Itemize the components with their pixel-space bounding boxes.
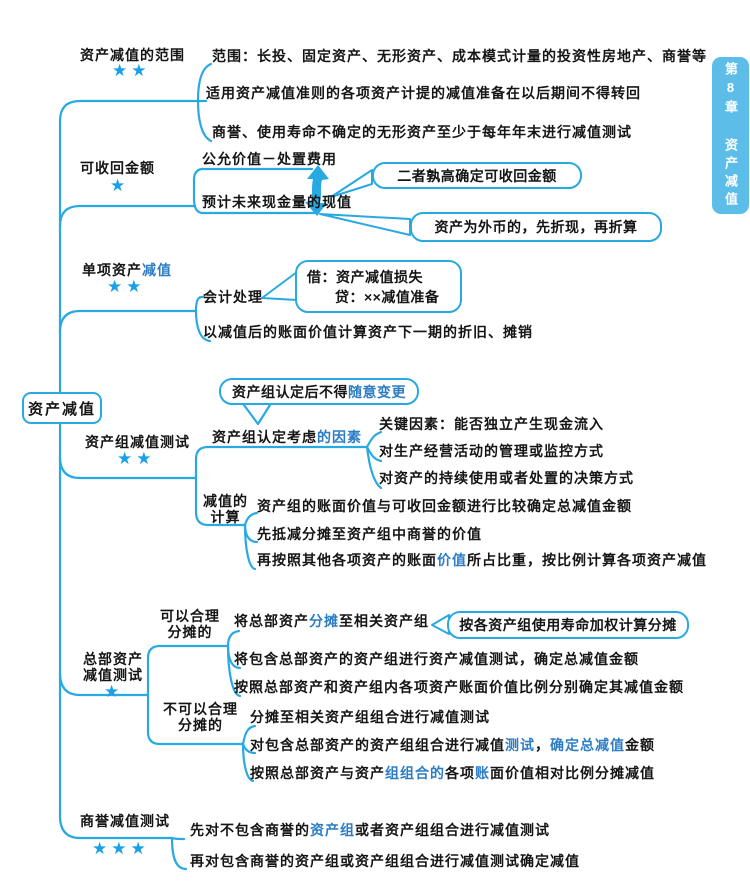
stars-hq: ★ — [104, 682, 124, 701]
tail-callout-fx — [319, 213, 411, 236]
factor-item: 关键因素：能否独立产生现金流入 — [379, 416, 604, 432]
tail-callout-higher — [330, 169, 373, 198]
hook-factor3 — [365, 445, 383, 490]
branch-label-goodwill: 商誉减值测试 — [80, 813, 170, 829]
hq-label-line2: 减值测试 — [83, 667, 143, 683]
branch-line-scope — [58, 99, 208, 394]
not-allocatable-node: 不可以合理 分摊的 — [163, 701, 238, 733]
calc-node-line1: 减值的 — [203, 493, 248, 509]
factor-item: 对生产经营活动的管理或监控方式 — [379, 443, 604, 459]
allocatable-node: 可以合理 分摊的 — [160, 608, 220, 640]
branch-label-asset-group: 资产组减值测试 — [85, 434, 190, 450]
branch-line-goodwill — [58, 814, 174, 840]
allocatable-line1: 可以合理 — [160, 608, 220, 624]
hook-goodwill-r1 — [170, 836, 186, 841]
entry-debit: 借：资产减值损失 — [307, 268, 423, 285]
stars-scope: ★★ — [112, 61, 151, 80]
allocatable-item: 将包含总部资产的资产组进行资产减值测试，确定总减值金额 — [234, 651, 639, 667]
calc-item: 再按照其他各项资产的账面价值所占比重，按比例计算各项资产减值 — [257, 552, 707, 568]
scope-item: 适用资产减值准则的各项资产计提的减值准备在以后期间不得转回 — [206, 85, 641, 101]
journal-entry-box: 借：资产减值损失 贷：××减值准备 — [295, 260, 462, 313]
hook-alloc-r1 — [226, 629, 241, 648]
join-recoverable — [192, 167, 204, 215]
hook-accounting — [194, 295, 206, 313]
branch-label-hq: 总部资产 减值测试 — [83, 651, 143, 683]
branch-line-asset-group — [58, 455, 198, 480]
hook-calc3 — [243, 523, 257, 571]
not-allocatable-line1: 不可以合理 — [163, 701, 238, 717]
fair-value-node: 公允价值－处置费用 — [202, 151, 337, 167]
hook-factor1 — [365, 430, 383, 449]
tail-callout-no-change — [242, 403, 272, 426]
root-node: 资产减值 — [22, 392, 102, 424]
not-allocatable-item: 分摊至相关资产组组合进行减值测试 — [250, 709, 490, 725]
stars-recoverable: ★ — [110, 176, 130, 195]
allocatable-item: 按照总部资产和资产组内各项资产账面价值比例分别确定其减值金额 — [234, 679, 684, 695]
branch-label-scope: 资产减值的范围 — [80, 47, 185, 63]
branch-label-single-asset: 单项资产减值 — [82, 262, 172, 278]
hook-goodwill-r2 — [170, 836, 188, 871]
not-allocatable-item: 按照总部资产与资产组组合的各项账面价值相对比例分摊减值 — [250, 765, 655, 781]
branch-line-single-asset — [58, 309, 198, 334]
hook-scope-item3 — [196, 99, 213, 143]
callout-useful-life-weighting: 按各资产组使用寿命加权计算分摊 — [447, 611, 689, 639]
factors-node: 资产组认定考虑的因素 — [212, 429, 362, 445]
allocatable-line2: 分摊的 — [167, 624, 213, 640]
stars-asset-group: ★★ — [117, 449, 156, 468]
tail-entry-box — [261, 271, 298, 301]
hook-noalloc-r1 — [241, 724, 257, 746]
callout-no-arbitrary-change: 资产组认定后不得随意变更 — [219, 378, 419, 405]
hook-scope-item1 — [196, 62, 213, 103]
double-arrow-icon — [305, 165, 329, 216]
underline-factors-node — [194, 445, 369, 480]
branch-line-recoverable — [58, 204, 197, 228]
stars-goodwill: ★★★ — [92, 839, 150, 858]
branch-line-hq — [58, 671, 150, 697]
calc-node-line2: 计算 — [210, 509, 241, 525]
hq-label-line1: 总部资产 — [83, 651, 143, 667]
entry-credit: 贷：××减值准备 — [335, 288, 440, 305]
hook-after — [194, 309, 212, 343]
callout-higher-of-two: 二者孰高确定可收回金额 — [372, 162, 582, 189]
scope-item: 范围：长投、固定资产、无形资产、成本模式计量的投资性房地产、商誉等 — [212, 48, 707, 64]
calc-item: 资产组的账面价值与可收回金额进行比较确定总减值金额 — [257, 498, 632, 514]
branch-label-recoverable: 可收回金额 — [80, 160, 155, 176]
hook-calc1 — [243, 511, 259, 527]
allocatable-item: 将总部资产分摊至相关资产组 — [234, 613, 429, 629]
present-value-node: 预计未来现金量的现值 — [202, 194, 352, 210]
stars-single-asset: ★★ — [107, 277, 146, 296]
hook-calc2 — [243, 523, 259, 544]
calc-item: 先抵减分摊至资产组中商誉的价值 — [257, 526, 482, 542]
scope-item: 商誉、使用寿命不确定的无形资产至少于每年年末进行减值测试 — [212, 124, 632, 140]
not-allocatable-line2: 分摊的 — [178, 717, 223, 733]
hook-alloc-r3 — [226, 644, 242, 698]
chapter-side-tab: 第8章 资产减值 — [712, 57, 749, 214]
hook-noalloc-r3 — [241, 742, 255, 783]
calc-node: 减值的 计算 — [203, 493, 248, 525]
after-impairment-note: 以减值后的账面价值计算资产下一期的折旧、摊销 — [203, 324, 533, 340]
underline-calc-node — [194, 476, 247, 527]
not-allocatable-item: 对包含总部资产的资产组组合进行减值测试，确定总减值金额 — [250, 737, 655, 753]
goodwill-item: 再对包含商誉的资产组或资产组组合进行减值测试确定减值 — [190, 853, 580, 869]
callout-foreign-currency: 资产为外币的，先折现，再折算 — [410, 212, 662, 242]
goodwill-item: 先对不包含商誉的资产组或者资产组组合进行减值测试 — [190, 822, 550, 838]
factor-item: 对资产的持续使用或者处置的决策方式 — [379, 470, 634, 486]
fork-allocatable — [146, 644, 230, 697]
fork-not-allocatable — [146, 693, 245, 746]
accounting-node: 会计处理 — [203, 289, 263, 305]
